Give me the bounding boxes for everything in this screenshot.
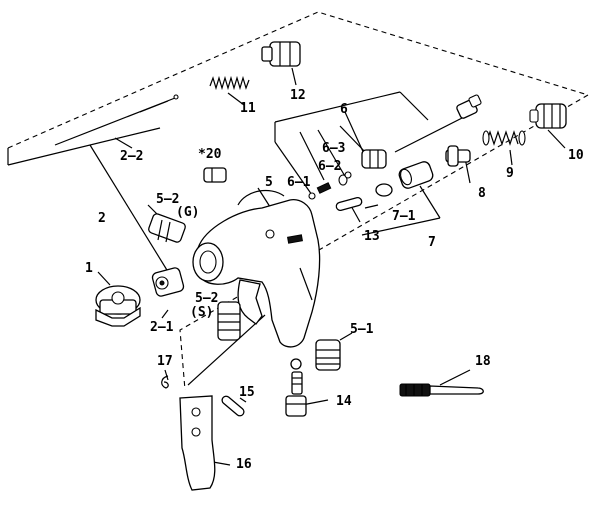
part-6-1-spring [308, 182, 332, 200]
dashed-outline [7, 11, 590, 391]
label-part-5-2-s-sub: (S) [190, 305, 213, 320]
label-part-5-2-g: 5–2 [156, 192, 179, 207]
label-part-2-2: 2–2 [120, 149, 143, 164]
label-part-17: 17 [157, 354, 173, 369]
leader-lines [7, 67, 566, 466]
part-labels: 1 2 2–1 2–2 5 5–1 5–2 (G) 5–2 (S) 6 6–1 … [85, 88, 584, 472]
part-15-pin [221, 395, 245, 417]
label-part-6: 6 [340, 102, 348, 117]
part-9-spring [482, 130, 526, 146]
part-2-2-needle [54, 94, 179, 146]
label-part-14: 14 [336, 394, 352, 409]
part-7-1-oring [375, 183, 393, 197]
label-part-15: 15 [239, 385, 255, 400]
label-part-7-1: 7–1 [392, 209, 416, 224]
label-part-20: *20 [198, 147, 222, 162]
part-5-1-fitting [315, 339, 341, 371]
label-part-1: 1 [85, 261, 93, 276]
label-part-5-2-g-sub: (G) [176, 205, 199, 220]
label-part-10: 10 [568, 148, 584, 163]
part-5-gun-body [192, 189, 321, 348]
part-8-adjust-screw [445, 145, 471, 167]
label-part-6-1: 6–1 [287, 175, 311, 190]
part-6-needle-rod [394, 94, 482, 153]
label-part-5-2-s: 5–2 [195, 291, 218, 306]
label-part-5: 5 [265, 175, 273, 190]
label-part-9: 9 [506, 166, 514, 181]
label-part-12: 12 [290, 88, 306, 103]
label-part-2-1: 2–1 [150, 320, 174, 335]
part-7-air-valve [398, 161, 434, 189]
label-part-5-1: 5–1 [350, 322, 374, 337]
part-12-nut [261, 41, 301, 67]
part-11-spring [209, 75, 250, 91]
part-5-2-g-fitting [148, 213, 186, 243]
label-part-6-2: 6–2 [318, 159, 341, 174]
label-part-11: 11 [240, 101, 256, 116]
part-6-2-packing [338, 171, 352, 186]
label-part-8: 8 [478, 186, 486, 201]
part-17-clip [161, 375, 169, 389]
part-2-1-nozzle [151, 267, 185, 297]
label-part-7: 7 [428, 235, 436, 250]
label-part-2: 2 [98, 211, 106, 226]
part-13-pin [335, 197, 363, 211]
part-16-trigger [179, 395, 216, 491]
part-18-brush [399, 383, 484, 397]
part-10-adjust-knob [529, 103, 567, 129]
label-part-13: 13 [364, 229, 380, 244]
part-1-air-cap [95, 285, 141, 327]
part-5-2-s-fitting [217, 301, 241, 341]
part-14-valve-screw [285, 358, 307, 417]
label-part-16: 16 [236, 457, 252, 472]
part-6-nut [361, 149, 387, 169]
part-20-fitting [203, 167, 227, 183]
label-part-6-3: 6–3 [322, 141, 345, 156]
label-part-18: 18 [475, 354, 491, 369]
